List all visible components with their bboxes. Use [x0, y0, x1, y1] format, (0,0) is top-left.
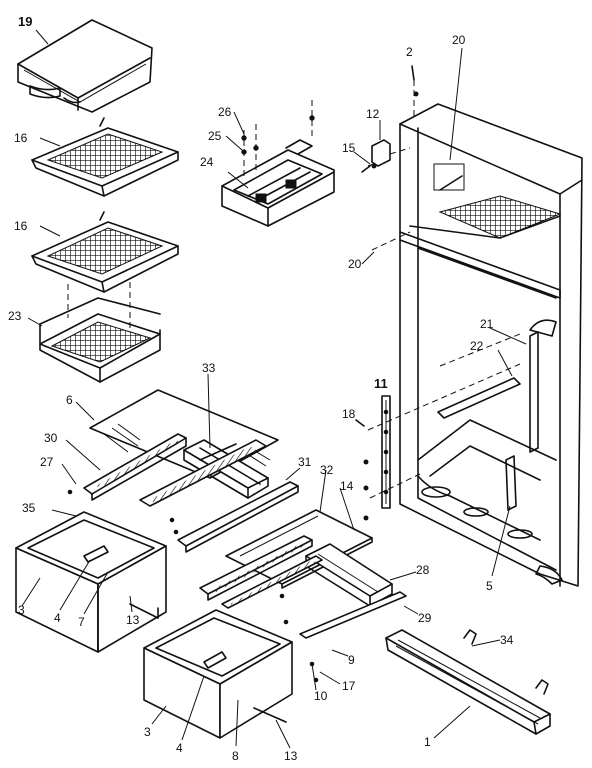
leader-lines [21, 29, 527, 749]
callout-5: 5 [486, 579, 493, 593]
callout-31: 31 [298, 455, 312, 469]
part-5-rail [437, 319, 557, 511]
callout-28: 28 [416, 563, 430, 577]
callout-14: 14 [340, 479, 354, 493]
part-16-upper-shelf [31, 117, 179, 197]
callout-23: 23 [8, 309, 22, 323]
part-24-cover-frame [221, 139, 335, 227]
callout-17: 17 [342, 679, 356, 693]
callout-19: 19 [18, 14, 32, 29]
callout-32: 32 [320, 463, 334, 477]
callout-7: 7 [78, 615, 85, 629]
part-3-lower-drawer [143, 609, 293, 739]
part-16-lower-shelf [31, 211, 179, 293]
callout-15: 15 [342, 141, 356, 155]
callout-34: 34 [500, 633, 514, 647]
callout-16-lower: 16 [14, 219, 28, 233]
callout-4-lower: 4 [176, 741, 183, 755]
callout-30: 30 [44, 431, 58, 445]
part-1-grille [385, 629, 551, 735]
part-11-side-rail [355, 395, 391, 521]
callout-3-lower: 3 [144, 725, 151, 739]
callout-9: 9 [348, 653, 355, 667]
callout-33: 33 [202, 361, 216, 375]
part-12-block [361, 139, 391, 173]
callout-22: 22 [470, 339, 484, 353]
callout-13-upper: 13 [126, 613, 140, 627]
callout-25: 25 [208, 129, 222, 143]
callout-12: 12 [366, 107, 380, 121]
part-23-wire-basket [39, 297, 161, 383]
callout-13-lower: 13 [284, 749, 298, 763]
callout-26: 26 [218, 105, 232, 119]
callout-27: 27 [40, 455, 54, 469]
callout-10: 10 [314, 689, 328, 703]
alignment-lines-left [67, 282, 131, 330]
part-19-shelf-bin [17, 19, 153, 113]
refrigerator-cabinet [399, 103, 583, 587]
callout-11: 11 [374, 376, 388, 391]
part-29-lower-rail [199, 535, 407, 639]
part-2-screw [411, 65, 419, 97]
callout-29: 29 [418, 611, 432, 625]
callout-1: 1 [424, 735, 431, 749]
part-31-bracket [177, 481, 299, 553]
part-3-upper-drawer [15, 511, 167, 653]
callout-24: 24 [200, 155, 214, 169]
callout-8: 8 [232, 749, 239, 763]
callout-20-upper: 20 [452, 33, 466, 47]
callout-18: 18 [342, 407, 356, 421]
callout-35: 35 [22, 501, 36, 515]
screws-25-26 [241, 100, 315, 176]
callout-6: 6 [66, 393, 73, 407]
callout-20-lower: 20 [348, 257, 362, 271]
callout-2: 2 [406, 45, 413, 59]
callout-21: 21 [480, 317, 494, 331]
part-6-glass-cover [89, 389, 279, 479]
callout-16-upper: 16 [14, 131, 28, 145]
leader-lines-top [225, 111, 381, 265]
callout-3-upper: 3 [18, 603, 25, 617]
callout-4-upper: 4 [54, 611, 61, 625]
part-30-rail [83, 433, 267, 507]
callout-labels: 19 16 16 23 6 30 27 35 33 31 32 14 3 4 7… [8, 14, 514, 763]
